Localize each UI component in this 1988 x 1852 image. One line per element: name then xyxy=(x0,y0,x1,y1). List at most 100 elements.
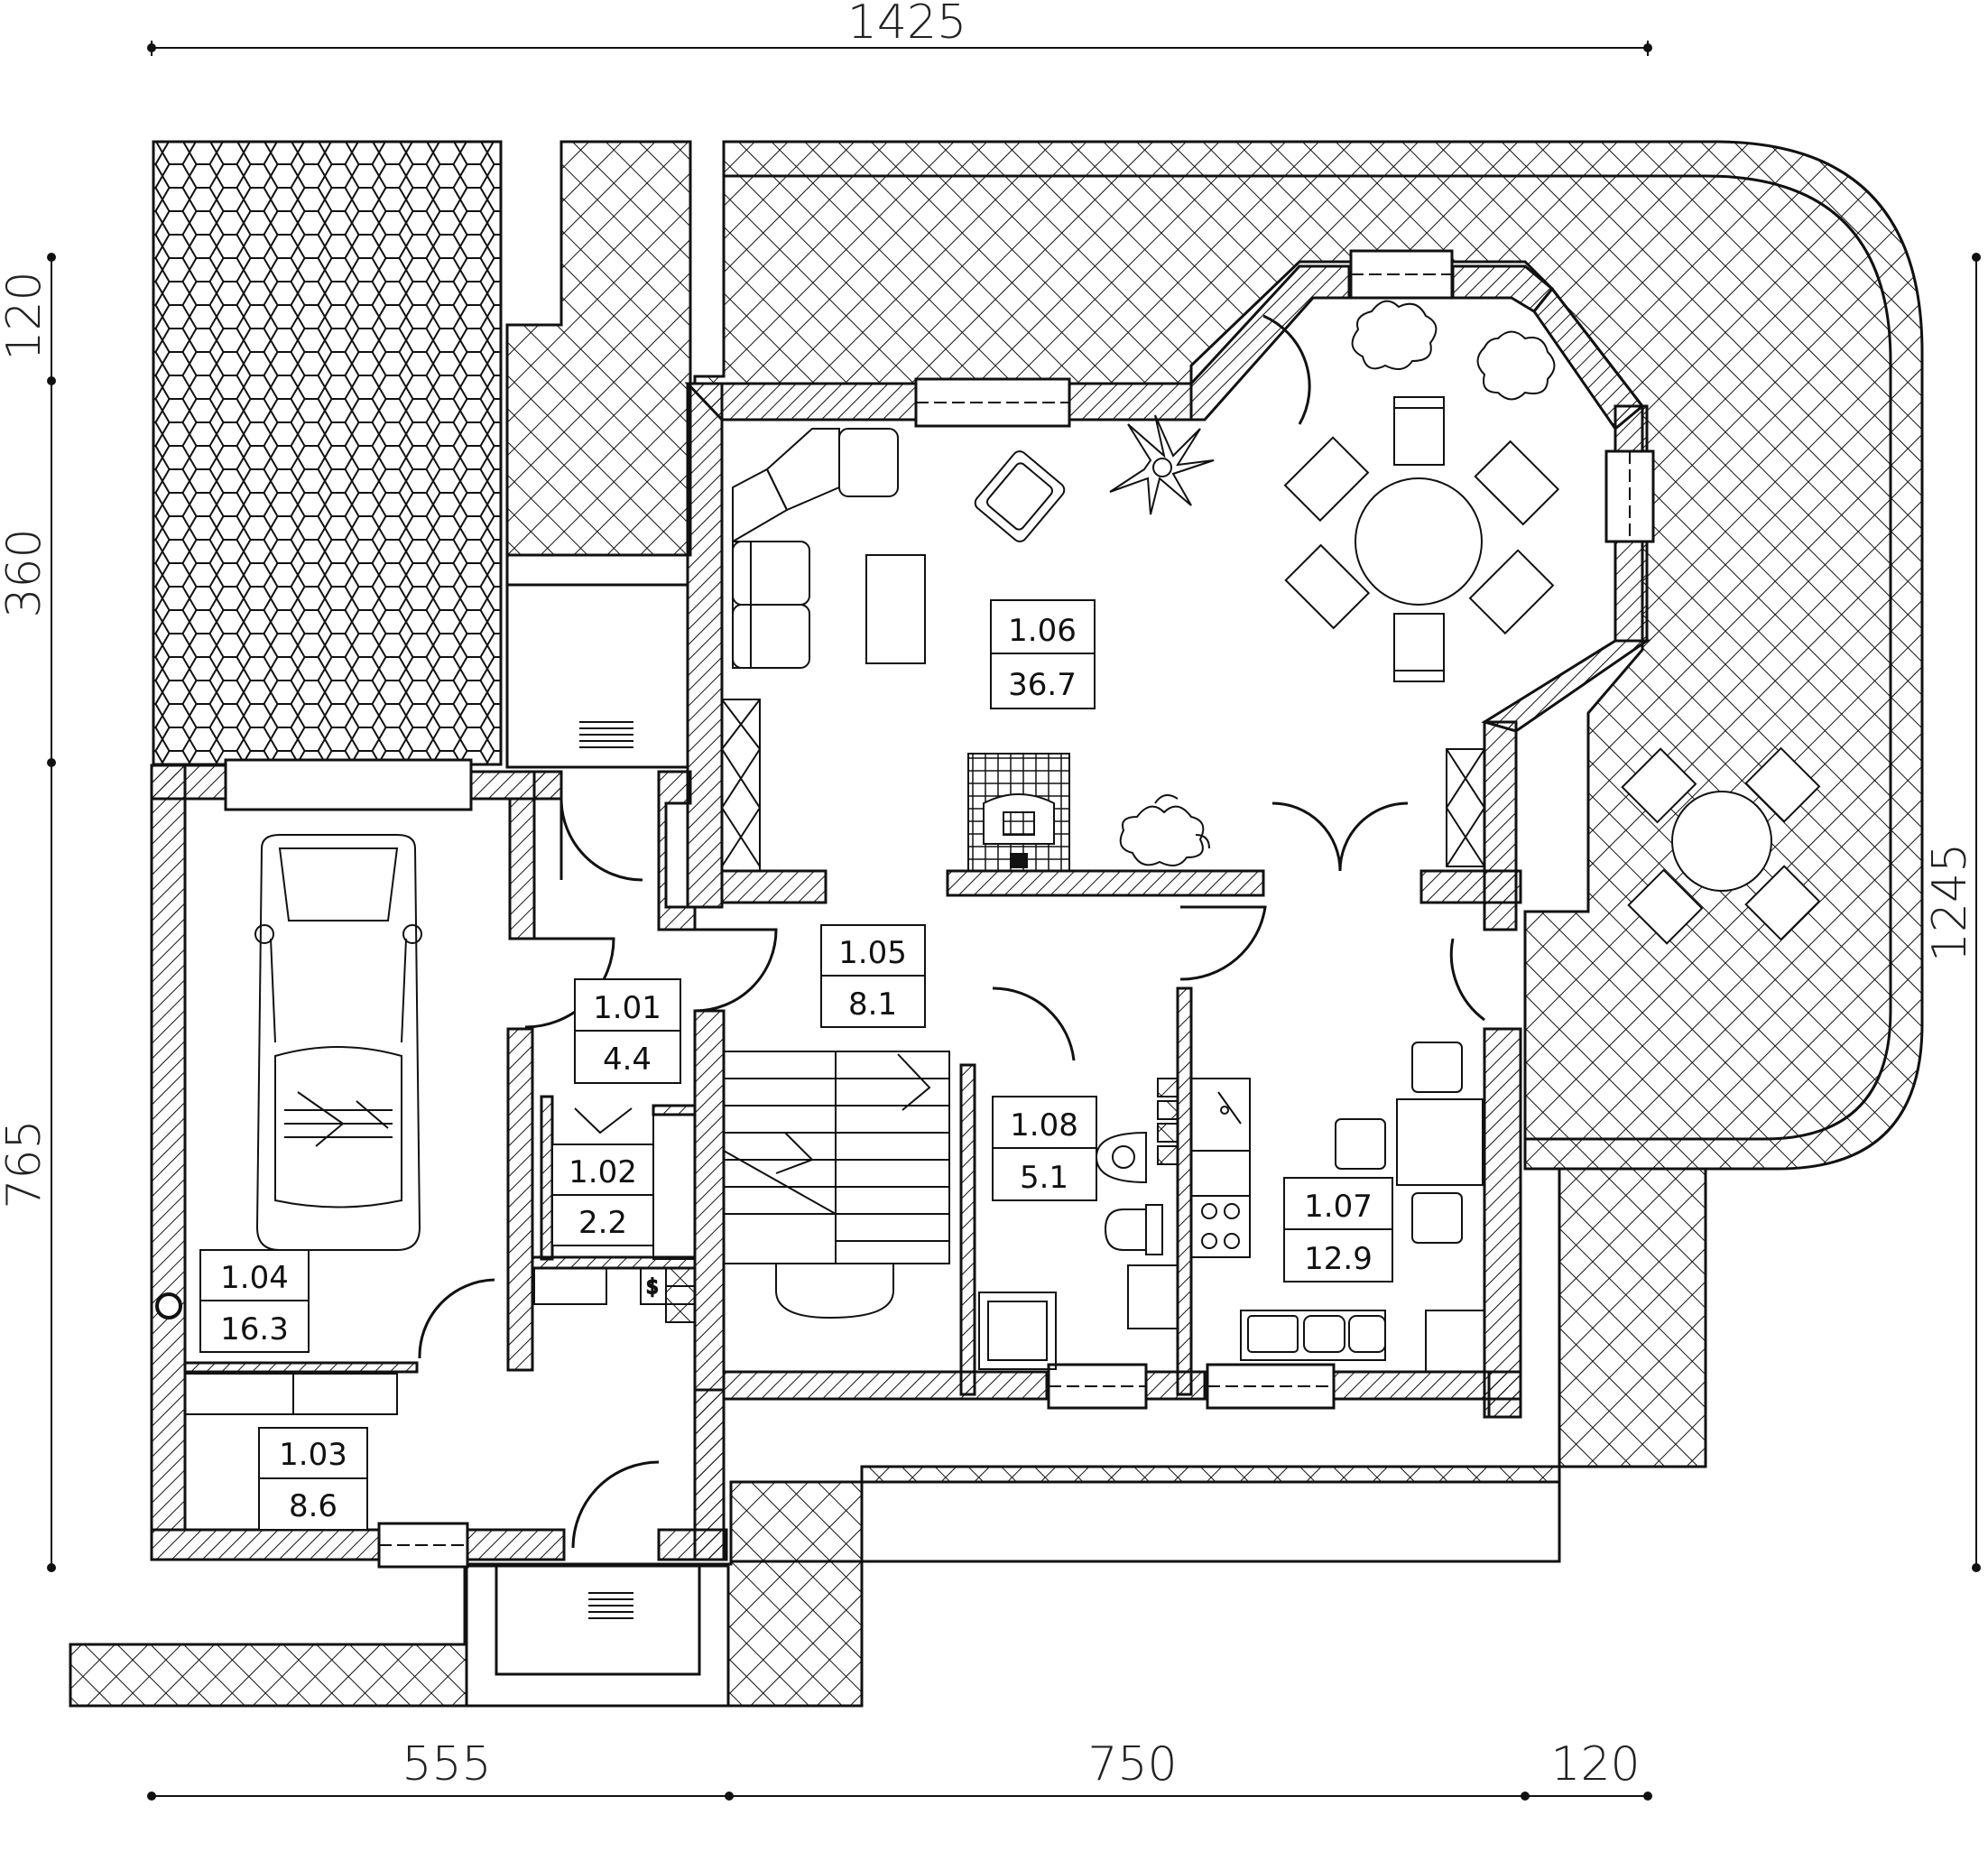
living-furniture xyxy=(721,300,1560,872)
plant-living-south xyxy=(1119,794,1210,866)
door-storage-south xyxy=(571,1460,660,1549)
south-area-paving xyxy=(70,1169,1706,1662)
south-yard xyxy=(70,1169,1706,1662)
dining-chair-sw xyxy=(1284,543,1371,630)
wall-bay-east-lower xyxy=(1614,540,1649,643)
bottom-terrace xyxy=(70,1169,1706,1662)
room-area-1.05: 8.1 xyxy=(848,986,897,1023)
exterior-paving xyxy=(69,140,1924,1708)
south-terrace-area xyxy=(70,1169,1706,1665)
room-label-1.02: 1.02 2.2 xyxy=(551,1144,654,1246)
south-paving-rendered xyxy=(70,1169,1706,1662)
washbasin xyxy=(1095,1131,1147,1184)
wall-kitchen-north xyxy=(1419,869,1522,904)
south-crosshatch-paving xyxy=(70,1169,1706,1662)
door-garage xyxy=(418,1278,495,1359)
terrace-furniture xyxy=(1621,746,1821,945)
room-label-1.07: 1.07 12.9 xyxy=(1283,1177,1393,1283)
dim-left-3: 765 xyxy=(0,1119,51,1208)
door-kitchen xyxy=(1449,938,1485,1022)
south-paving-true xyxy=(70,1169,1706,1665)
car xyxy=(254,834,422,1251)
south-paving-region xyxy=(70,1169,1706,1662)
south-yard-paving xyxy=(70,1169,1706,1662)
dim-bottom-right: 120 xyxy=(1550,1737,1640,1792)
room-area-1.03: 8.6 xyxy=(289,1488,337,1524)
room-label-1.04: 1.04 16.3 xyxy=(199,1249,310,1353)
floor-drain-garage xyxy=(155,1292,182,1320)
wall-living-west xyxy=(686,382,724,909)
wall-hall-north xyxy=(532,770,563,801)
paving-south-visible xyxy=(70,1169,1706,1665)
window-bay-north xyxy=(1349,249,1454,300)
windows xyxy=(224,249,1655,1569)
dim-left-1: 120 xyxy=(0,271,51,360)
room-label-1.05: 1.05 8.1 xyxy=(820,924,926,1028)
room-area-1.04: 16.3 xyxy=(220,1311,289,1347)
dining-chair-se xyxy=(1468,549,1555,635)
terrace-chair-se xyxy=(1744,865,1821,941)
staircase xyxy=(723,1051,950,1320)
dining-chair-nw xyxy=(1283,436,1370,523)
wall-garage-east-lower xyxy=(506,1027,534,1372)
wall-east-lower xyxy=(1483,1027,1522,1419)
wall-living-south-left xyxy=(720,869,828,904)
grate-south xyxy=(588,1592,633,1619)
wall-garage-north-left xyxy=(150,764,227,801)
dining-table xyxy=(1355,477,1483,606)
kitchen-chair-2 xyxy=(1335,1118,1386,1170)
dining-chair-s xyxy=(1393,613,1445,682)
south-outer-paving xyxy=(70,1169,1706,1662)
room-labels: 1.01 4.4 1.02 2.2 1.03 8.6 1.04 16.3 1.0… xyxy=(199,599,1393,1531)
dim-left-2: 360 xyxy=(0,528,51,617)
wall-garage-west xyxy=(150,764,187,1532)
south-yard-hatching xyxy=(70,1169,1706,1662)
wall-house-south-mid xyxy=(1144,1370,1207,1401)
wall-bath-west xyxy=(959,1063,976,1396)
south-terrace-paving xyxy=(70,1169,1706,1662)
plant-bay-left xyxy=(1351,300,1438,370)
dining-chair-n xyxy=(1393,396,1445,466)
dim-top-total: 1425 xyxy=(847,0,966,50)
kitchen-chair-1 xyxy=(1411,1042,1463,1093)
armchair xyxy=(974,450,1066,542)
wall-house-east-se xyxy=(1487,1370,1522,1419)
paving-south-hatched-region xyxy=(70,1169,1706,1662)
south-paved-zone xyxy=(70,1169,1706,1665)
room-label-1.08: 1.08 5.1 xyxy=(992,1096,1097,1201)
room-id-1.07: 1.07 xyxy=(1304,1189,1373,1225)
entrance-landing-south xyxy=(495,1564,701,1676)
crosshatch-south xyxy=(70,1169,1706,1662)
south-paving-zone xyxy=(70,1169,1706,1665)
room-id-1.01: 1.01 xyxy=(593,990,661,1026)
south-paving-inner-edge xyxy=(731,1482,1561,1563)
bottom-terrace-shape xyxy=(70,1169,1706,1662)
dimensions: 1425 555 750 120 120 360 765 1245 xyxy=(0,0,1981,1801)
sofa-back xyxy=(732,541,752,669)
paving-bottom xyxy=(70,1169,1706,1662)
terrace-inner-edge xyxy=(724,174,1892,1141)
fireplace-grate xyxy=(1003,811,1035,836)
dim-bottom-left: 555 xyxy=(402,1737,491,1792)
terrace-chair-sw xyxy=(1627,868,1704,945)
wall-storage-north xyxy=(183,1361,419,1374)
bathroom-fixtures xyxy=(978,1078,1179,1370)
wall-bath-east xyxy=(1176,986,1193,1396)
paving-south-drawn xyxy=(70,1169,1706,1662)
south-terrace-hatch xyxy=(70,1169,1706,1662)
grate-north xyxy=(579,721,633,748)
sofa-left-arm xyxy=(732,468,789,543)
wall-living-diag-ne xyxy=(1189,264,1351,421)
plant-living-north xyxy=(1109,414,1215,515)
room-area-1.02: 2.2 xyxy=(578,1205,627,1241)
south-hatch-fill xyxy=(70,1169,1706,1662)
door-entry-north xyxy=(559,798,643,882)
terrace-table xyxy=(1671,791,1772,892)
coffee-table xyxy=(865,554,926,664)
room-area-1.08: 5.1 xyxy=(1020,1160,1068,1196)
wall-fireplace xyxy=(946,869,1265,897)
fireplace-firebox xyxy=(1010,853,1028,868)
wall-bay-east xyxy=(1614,404,1649,453)
paving-bottom-visible xyxy=(70,1169,1706,1665)
